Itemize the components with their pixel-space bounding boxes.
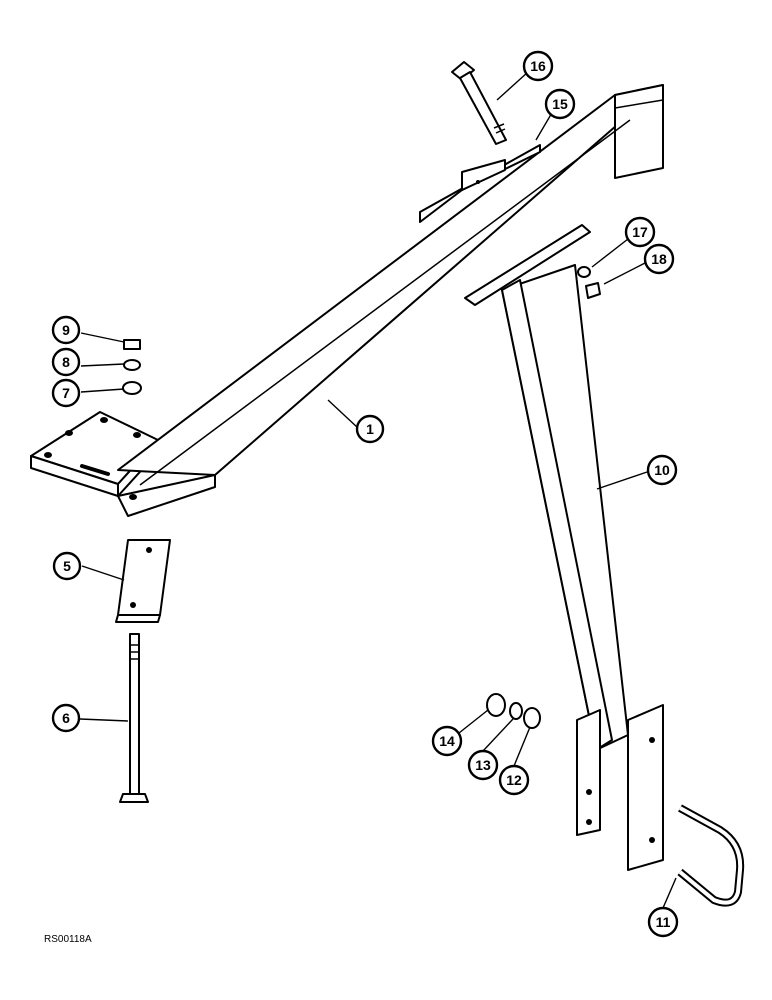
svg-text:7: 7: [62, 385, 70, 401]
callout-1: 1: [355, 414, 385, 444]
callout-13: 13: [467, 749, 499, 781]
part-1-arm: [30, 84, 664, 517]
svg-text:15: 15: [552, 96, 568, 112]
svg-text:13: 13: [475, 757, 491, 773]
callout-11: 11: [647, 906, 679, 938]
callout-8: 8: [51, 347, 81, 377]
part-10-upright-post: [464, 224, 664, 871]
callout-12: 12: [498, 764, 530, 796]
hardware-12-13-14: [486, 693, 541, 729]
svg-text:14: 14: [439, 733, 455, 749]
part-5-spacer-block: [115, 539, 171, 623]
svg-text:18: 18: [651, 251, 667, 267]
figure-code-label: RS00118A: [44, 934, 92, 945]
callout-6: 6: [51, 703, 81, 733]
callout-9: 9: [51, 315, 81, 345]
svg-text:5: 5: [63, 558, 71, 574]
callout-18: 18: [643, 243, 675, 275]
callout-5: 5: [52, 551, 82, 581]
hardware-7-8-9: [122, 339, 142, 395]
svg-text:8: 8: [62, 354, 70, 370]
hardware-17-18: [577, 266, 601, 299]
svg-text:1: 1: [366, 421, 374, 437]
svg-text:9: 9: [62, 322, 70, 338]
svg-text:16: 16: [530, 58, 546, 74]
part-6-long-bolt: [119, 633, 149, 803]
svg-text:12: 12: [506, 772, 522, 788]
part-11-u-bolt: [677, 804, 745, 907]
callout-17: 17: [624, 216, 656, 248]
svg-text:11: 11: [656, 914, 671, 930]
callout-16: 16: [522, 50, 554, 82]
callout-7: 7: [51, 378, 81, 408]
leader-lines: [79, 71, 677, 909]
svg-text:10: 10: [654, 462, 670, 478]
svg-text:17: 17: [632, 224, 648, 240]
callout-10: 10: [646, 454, 678, 486]
part-16-bolt: [451, 61, 507, 145]
callout-14: 14: [431, 725, 463, 757]
callout-15: 15: [544, 88, 576, 120]
part-15-clamp-plate: [419, 144, 541, 223]
svg-text:6: 6: [62, 710, 70, 726]
